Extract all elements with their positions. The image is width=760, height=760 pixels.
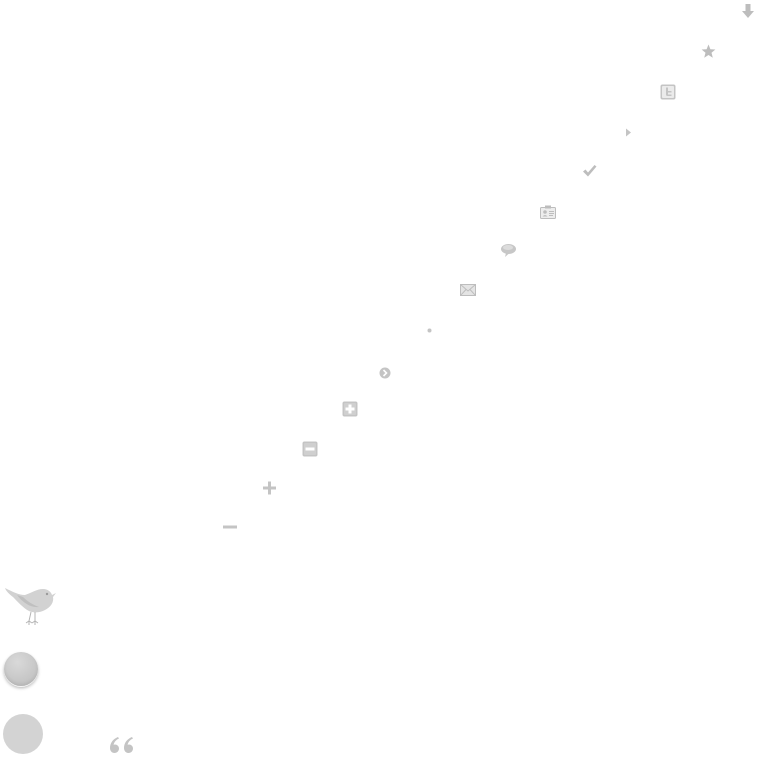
minus-box-icon[interactable] [302,441,318,457]
round-button-flat[interactable] [3,714,43,754]
dot-icon [427,328,432,333]
minus-icon[interactable] [222,524,238,530]
round-button-raised[interactable] [4,652,38,686]
download-arrow-icon[interactable] [741,3,755,19]
star-icon[interactable] [701,44,716,59]
plus-box-icon[interactable] [342,401,358,417]
contact-card-icon[interactable] [540,205,556,219]
bird-icon [3,583,57,627]
envelope-icon[interactable] [460,284,476,296]
plus-icon[interactable] [262,481,277,495]
quote-icon [108,734,136,756]
play-arrow-icon[interactable] [625,128,632,137]
twitter-icon[interactable] [660,84,676,100]
speech-bubble-icon[interactable] [500,243,517,258]
circle-arrow-icon[interactable] [379,367,391,379]
checkmark-icon[interactable] [582,164,597,178]
